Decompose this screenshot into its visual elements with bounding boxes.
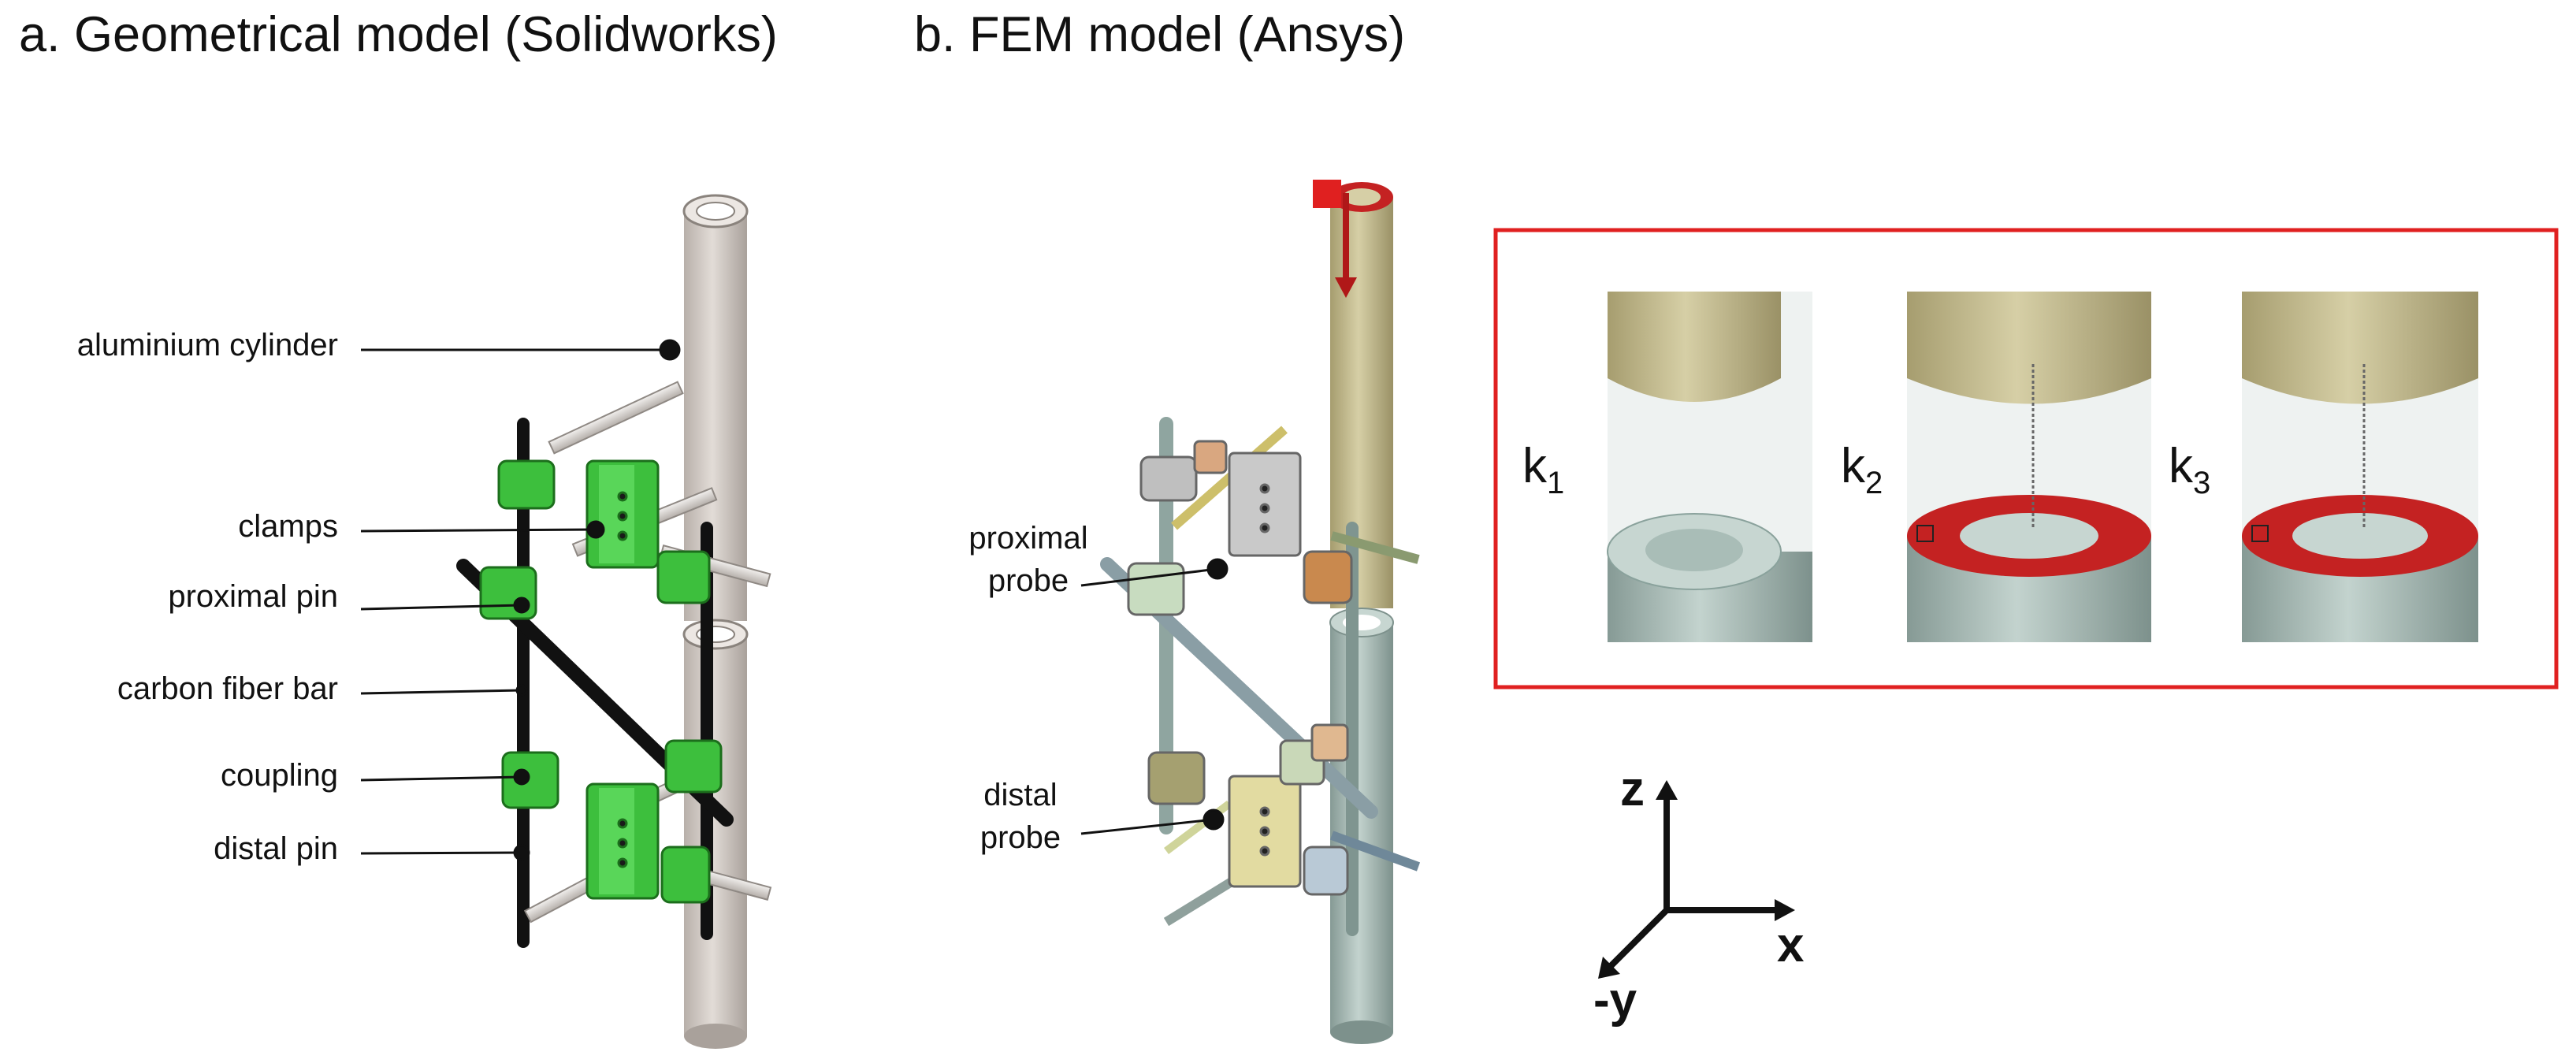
panel-b-title: b. FEM model (Ansys) [914,7,1406,62]
label-proximal-probe-line1: proximal [968,521,1088,556]
case-k1-graphic [1607,292,1812,642]
label-coupling: coupling [220,758,338,793]
label-aluminium-cylinder: aluminium cylinder [76,328,338,362]
green-parts-upper [479,459,711,620]
axis-label-z: z [1620,762,1645,816]
case-k2-graphic [1907,292,2151,642]
coordinate-axes [1598,780,1795,979]
green-parts-lower [501,739,723,904]
label-proximal-probe: proximal probe [930,517,1127,602]
axis-label-neg-y: -y [1593,973,1637,1028]
axis-label-x: x [1777,918,1805,972]
label-distal-probe-line1: distal [983,778,1058,812]
label-distal-probe: distal probe [930,774,1111,859]
label-proximal-pin: proximal pin [168,579,338,614]
panel-b-model [1080,180,1421,1044]
aluminium-cylinder-lower [684,634,747,1036]
label-proximal-probe-line2: probe [987,563,1069,598]
panel-a-model [360,194,772,1049]
label-distal-pin: distal pin [214,831,338,866]
case-k3-graphic [2242,292,2478,642]
label-k2: k2 [1841,439,1883,500]
label-k1: k1 [1522,439,1565,500]
label-clamps: clamps [238,509,338,544]
load-marker [1313,180,1341,208]
panel-a-title: a. Geometrical model (Solidworks) [19,7,778,62]
label-distal-probe-line2: probe [979,820,1061,855]
contact-inset [1493,228,2559,689]
panel-a-leaders [360,339,681,861]
label-k3: k3 [2169,439,2211,500]
panel-b-leaders [1080,558,1229,835]
label-carbon-fiber-bar: carbon fiber bar [117,671,338,706]
fem-cylinder-lower [1330,623,1393,1032]
